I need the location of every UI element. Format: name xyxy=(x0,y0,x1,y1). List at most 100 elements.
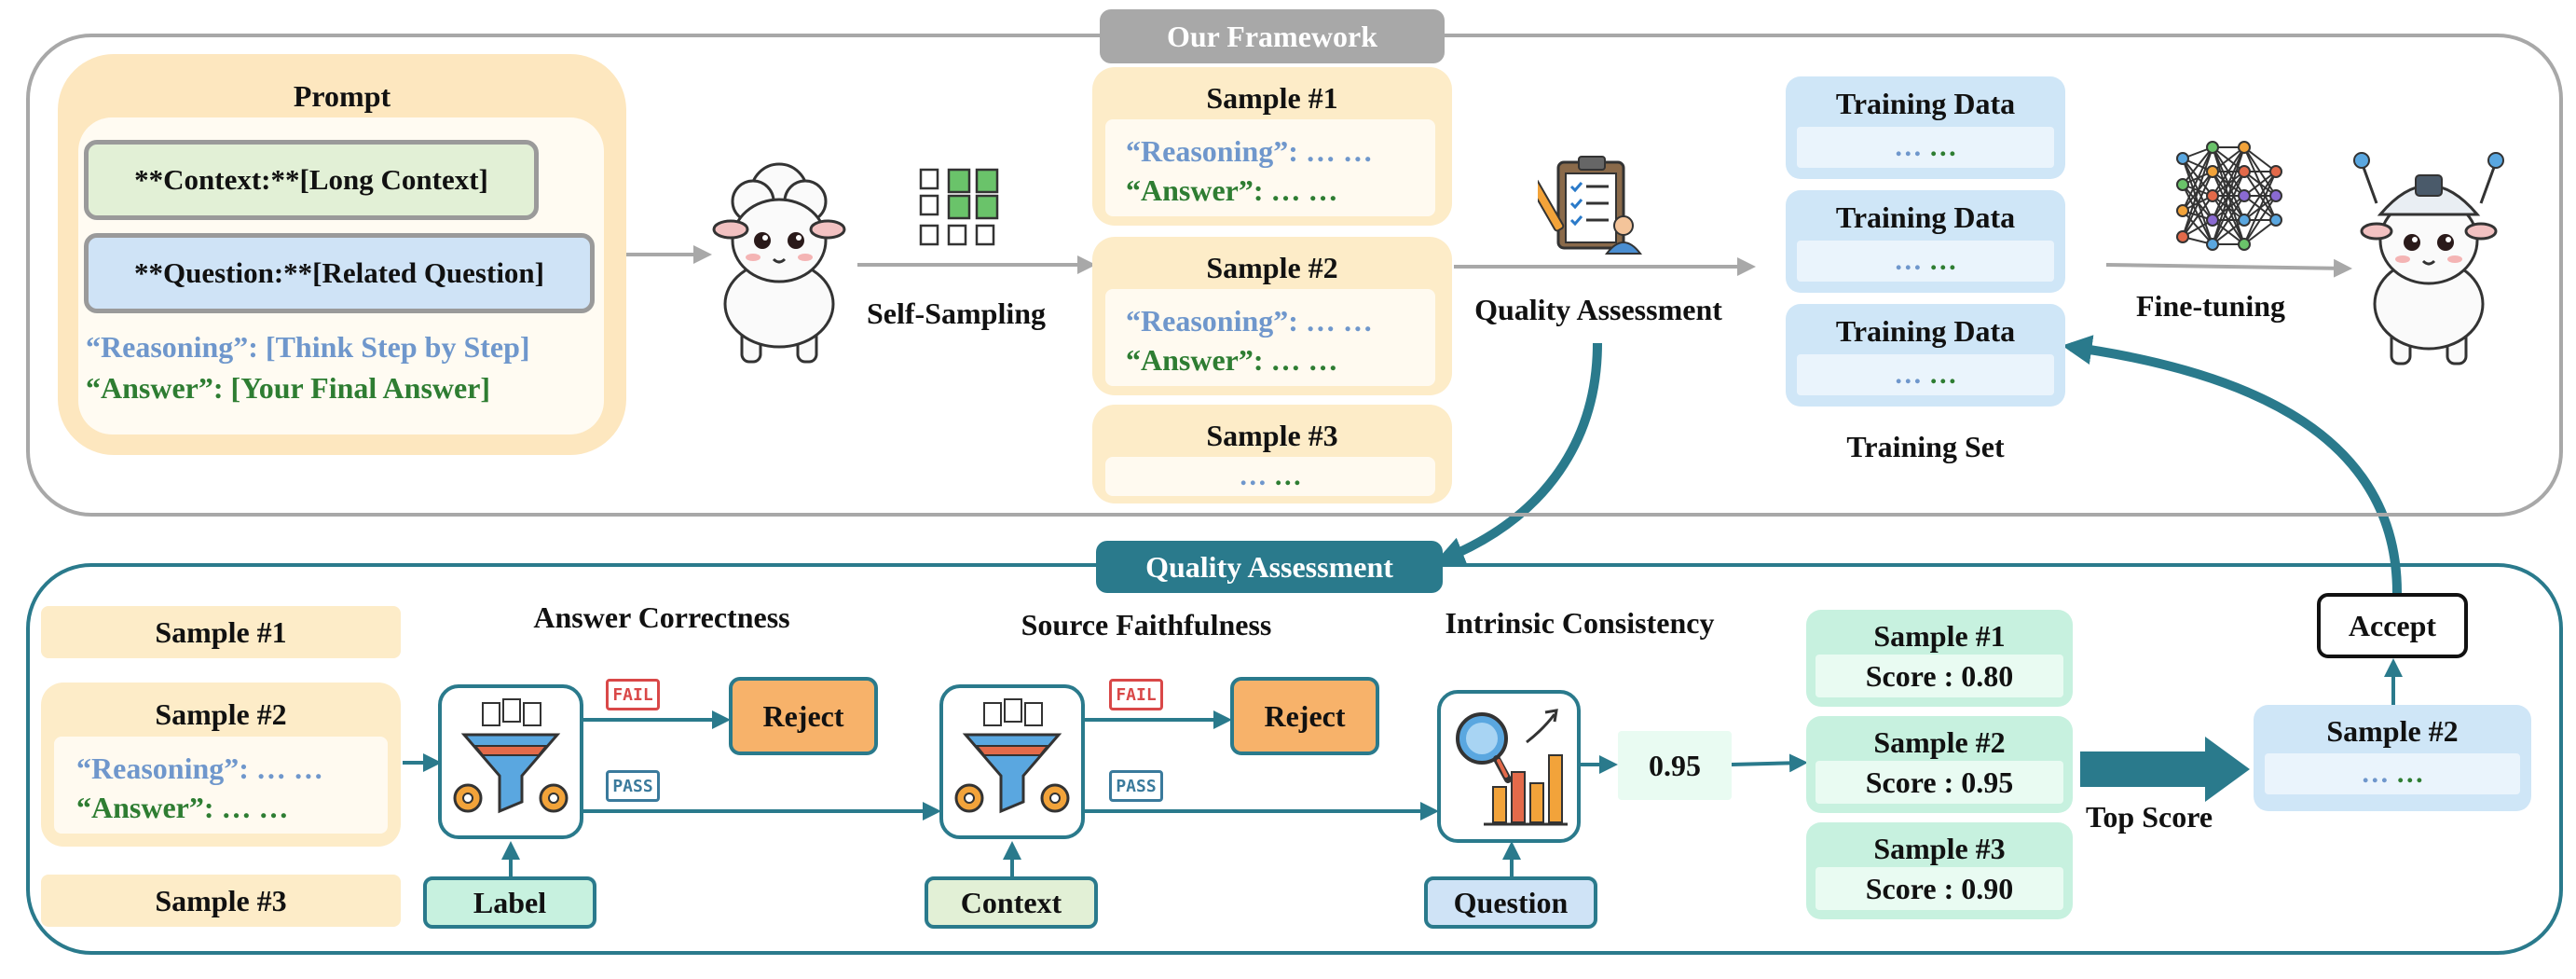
gear-hub xyxy=(548,793,559,804)
qa-sample-1: Sample #1 xyxy=(41,606,401,658)
self-sampling-label: Self-Sampling xyxy=(867,296,1047,330)
network-edge xyxy=(2212,195,2245,245)
qa-sample-2-title: Sample #2 xyxy=(155,696,287,731)
sample-2-reasoning: “Reasoning”: … … xyxy=(1126,304,1373,338)
score-1-title: Sample #1 xyxy=(1873,618,2006,653)
score-1-value: Score : 0.80 xyxy=(1816,655,2063,697)
quality-assessment-label: Quality Assessment xyxy=(1474,292,1722,326)
network-node xyxy=(2238,165,2251,178)
doc-shape xyxy=(482,702,500,726)
network-edge xyxy=(2243,146,2277,172)
network-edge xyxy=(2182,146,2213,238)
top-score-label: Top Score xyxy=(2086,800,2213,834)
sample-3-title: Sample #3 xyxy=(1206,418,1338,452)
intrinsic-consistency-title: Intrinsic Consistency xyxy=(1445,605,1715,640)
network-node xyxy=(2238,214,2251,227)
sample-2-title: Sample #2 xyxy=(1206,250,1338,284)
selected-sample-body: … … xyxy=(2265,753,2520,794)
network-node xyxy=(2269,214,2282,227)
network-edge xyxy=(2212,146,2245,172)
network-edge xyxy=(2212,219,2245,245)
source-faithfulness-fail-badge: FAIL xyxy=(1109,679,1163,710)
network-edge xyxy=(2243,219,2277,245)
label-input: Label xyxy=(423,876,596,929)
answer-correctness-fail-badge: FAIL xyxy=(606,679,660,710)
training-data-2-title: Training Data xyxy=(1835,200,2016,234)
sample-3-dots-green: … xyxy=(1273,461,1302,491)
doc-shape xyxy=(1024,702,1043,726)
selected-sample-dots-blue: … xyxy=(2361,758,2390,789)
consistency-value: 0.95 xyxy=(1618,731,1732,800)
network-edge xyxy=(2212,146,2245,245)
network-edge xyxy=(2243,195,2277,245)
score-2-value: Score : 0.95 xyxy=(1816,761,2063,804)
training-data-1-body: … … xyxy=(1797,127,2054,168)
sample-3-dots-blue: … xyxy=(1239,461,1267,491)
filter-funnel-icon xyxy=(954,698,1070,814)
network-node xyxy=(2176,178,2189,191)
training-data-1-title: Training Data xyxy=(1835,86,2016,120)
network-node xyxy=(2206,238,2219,251)
sample-1-title: Sample #1 xyxy=(1206,80,1338,115)
network-edge xyxy=(2212,146,2245,221)
funnel-stripe xyxy=(473,745,549,756)
arrow-accept-to-training xyxy=(2062,335,2402,594)
selected-sample-dots-green: … xyxy=(2395,758,2424,789)
doc-shape xyxy=(502,698,521,723)
question-input: Question xyxy=(1424,876,1597,929)
gear-hub xyxy=(462,793,473,804)
network-node xyxy=(2176,230,2189,243)
training-data-1-dots-green: … xyxy=(1928,131,1957,162)
network-edge xyxy=(2182,146,2213,212)
prompt-question-box: **Question:**[Related Question] xyxy=(84,233,595,313)
arrow-to-qa-detail xyxy=(1434,342,1602,566)
qa-sample-2-reasoning: “Reasoning”: … … xyxy=(76,751,323,785)
doc-shape xyxy=(523,702,541,726)
network-edge xyxy=(2212,171,2245,245)
training-data-3-title: Training Data xyxy=(1835,313,2016,348)
network-node xyxy=(2269,189,2282,202)
score-2-title: Sample #2 xyxy=(1873,724,2006,759)
prompt-title: Prompt xyxy=(293,78,391,113)
network-node xyxy=(2176,152,2189,165)
sample-3-body: … … xyxy=(1105,457,1435,496)
score-3-value: Score : 0.90 xyxy=(1816,867,2063,910)
training-data-3-dots-blue: … xyxy=(1894,359,1923,390)
network-node xyxy=(2206,214,2219,227)
sample-1-body xyxy=(1105,119,1435,216)
clipboard-checklist-icon xyxy=(1538,156,1643,255)
qa-sample-3: Sample #3 xyxy=(41,875,401,927)
answer-correctness-reject: Reject xyxy=(729,677,878,755)
answer-correctness-pass-badge: PASS xyxy=(606,770,660,802)
training-data-3-dots-green: … xyxy=(1928,359,1957,390)
sample-2-answer: “Answer”: … … xyxy=(1126,343,1338,377)
fine-tuning-label: Fine-tuning xyxy=(2136,289,2286,323)
network-edge xyxy=(2243,171,2277,221)
training-data-1-dots-blue: … xyxy=(1894,131,1923,162)
top-score-thick-arrow xyxy=(2080,737,2250,802)
gear-hub xyxy=(964,793,975,804)
arrow-value-to-score xyxy=(1731,753,1808,773)
llama-icon xyxy=(712,162,846,364)
network-node xyxy=(2238,141,2251,154)
filter-funnel-icon xyxy=(453,698,569,814)
framework-title: Our Framework xyxy=(1100,9,1445,63)
prompt-answer-line: “Answer”: [Your Final Answer] xyxy=(86,371,491,405)
network-node xyxy=(2238,189,2251,202)
answer-correctness-title: Answer Correctness xyxy=(533,600,790,634)
network-node xyxy=(2206,141,2219,154)
prompt-reasoning-line: “Reasoning”: [Think Step by Step] xyxy=(86,330,530,364)
selected-sample-title: Sample #2 xyxy=(2326,713,2459,748)
tuned-llama-icon xyxy=(2353,152,2504,365)
network-node xyxy=(2238,238,2251,251)
accept-box: Accept xyxy=(2317,593,2468,658)
qa-title: Quality Assessment xyxy=(1096,541,1443,593)
sample-1-answer: “Answer”: … … xyxy=(1126,173,1338,207)
context-input: Context xyxy=(925,876,1098,929)
doc-shape xyxy=(1004,698,1022,723)
sampling-grid-icon xyxy=(919,168,999,246)
sample-1-reasoning: “Reasoning”: … … xyxy=(1126,134,1373,168)
source-faithfulness-pass-badge: PASS xyxy=(1109,770,1163,802)
neural-network-icon xyxy=(2176,141,2282,251)
